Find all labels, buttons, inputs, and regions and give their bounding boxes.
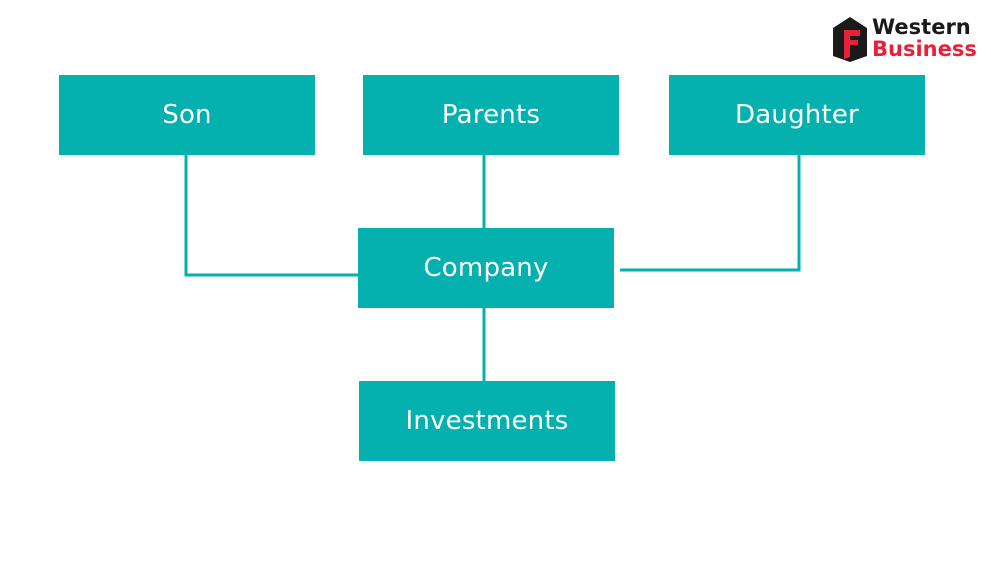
logo-text-western: Western (872, 15, 971, 39)
node-company: Company (358, 228, 614, 308)
node-investments-label: Investments (405, 406, 569, 436)
node-daughter: Daughter (669, 75, 925, 155)
node-daughter-label: Daughter (735, 100, 859, 130)
house-shield-icon (833, 17, 867, 62)
connector-daughter-company (620, 155, 801, 272)
western-business-logo: Western Business (832, 14, 982, 66)
node-parents-label: Parents (441, 100, 541, 130)
node-parents: Parents (363, 75, 619, 155)
logo-text-business: Business (872, 37, 977, 61)
node-son: Son (59, 75, 315, 155)
connector-son-company (184, 155, 358, 277)
node-son-label: Son (162, 100, 212, 130)
node-investments: Investments (359, 381, 615, 461)
node-company-label: Company (423, 253, 549, 283)
